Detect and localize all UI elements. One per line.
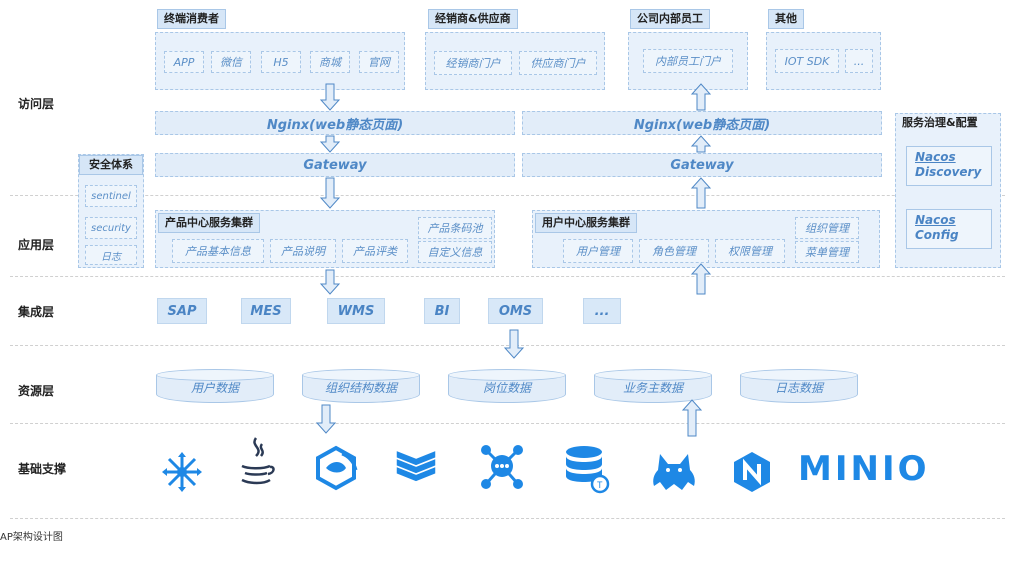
- resource-label: 用户数据: [190, 381, 239, 395]
- staff-group: 内部员工门户: [628, 32, 748, 90]
- layer-separator: [10, 195, 1005, 196]
- product-basic-info: 产品基本信息: [172, 239, 264, 263]
- layer-label-integration: 集成层: [18, 305, 55, 319]
- java-icon: [241, 437, 275, 485]
- others-group: IOT SDK ...: [766, 32, 881, 90]
- client-website: 官网: [359, 51, 399, 73]
- resource-label: 日志数据: [774, 381, 823, 395]
- product-cluster-title: 产品中心服务集群: [158, 213, 260, 233]
- nacos-discovery: Nacos Discovery: [906, 146, 992, 186]
- client-supplier-portal: 供应商门户: [519, 51, 597, 75]
- kubernetes-icon: [162, 452, 202, 492]
- system-mes: MES: [241, 298, 291, 324]
- product-cluster: 产品中心服务集群 产品基本信息 产品说明 产品评类 产品条码池 自定义信息: [155, 210, 495, 268]
- nginx-bar-right: Nginx(web静态页面): [522, 111, 882, 135]
- consumers-title: 终端消费者: [157, 9, 226, 29]
- product-custom-info: 自定义信息: [418, 241, 492, 263]
- permission-management: 权限管理: [715, 239, 785, 263]
- dealers-group: 经销商门户 供应商门户: [425, 32, 605, 90]
- svg-text:T: T: [597, 480, 603, 490]
- menu-management: 菜单管理: [795, 241, 859, 263]
- system-more: ...: [583, 298, 621, 324]
- system-oms: OMS: [488, 298, 543, 324]
- role-management: 角色管理: [639, 239, 709, 263]
- client-wechat: 微信: [211, 51, 251, 73]
- org-management: 组织管理: [795, 217, 859, 239]
- security-group: 安全体系 sentinel security 日志: [78, 154, 144, 268]
- security-title: 安全体系: [79, 155, 143, 175]
- layer-label-access: 访问层: [18, 97, 55, 111]
- gateway-bar-left: Gateway: [155, 153, 515, 177]
- system-bi: BI: [424, 298, 460, 324]
- tomcat-icon: [653, 454, 695, 490]
- minio-logo: MINIO: [798, 449, 930, 489]
- product-description: 产品说明: [270, 239, 336, 263]
- product-barcode-pool: 产品条码池: [418, 217, 492, 239]
- resource-master-data: 业务主数据: [594, 369, 712, 403]
- client-mall: 商城: [310, 51, 350, 73]
- client-more: ...: [845, 49, 873, 73]
- resource-label: 业务主数据: [622, 381, 683, 395]
- gateway-bar-right: Gateway: [522, 153, 882, 177]
- nginx-bar-left: Nginx(web静态页面): [155, 111, 515, 135]
- system-sap: SAP: [157, 298, 207, 324]
- staff-title: 公司内部员工: [630, 9, 710, 29]
- layer-label-application: 应用层: [18, 238, 55, 252]
- client-staff-portal: 内部员工门户: [643, 49, 733, 73]
- user-management: 用户管理: [563, 239, 633, 263]
- security-sentinel: sentinel: [85, 185, 137, 207]
- nginx-icon: [734, 452, 770, 492]
- user-cluster: 用户中心服务集群 用户管理 角色管理 权限管理 组织管理 菜单管理: [532, 210, 880, 268]
- resource-position-data: 岗位数据: [448, 369, 566, 403]
- resource-user-data: 用户数据: [156, 369, 274, 403]
- arrow-up: [681, 83, 712, 437]
- layer-separator: [10, 518, 1005, 519]
- resource-label: 组织结构数据: [324, 381, 397, 395]
- nacos-discovery-line2: Discovery: [915, 165, 982, 179]
- arrow-down: [315, 83, 525, 434]
- client-iot-sdk: IOT SDK: [775, 49, 839, 73]
- resource-log-data: 日志数据: [740, 369, 858, 403]
- tidb-icon: T: [566, 446, 610, 494]
- docker-icon: [316, 445, 358, 491]
- client-dealer-portal: 经销商门户: [434, 51, 512, 75]
- governance-group: 服务治理&配置 Nacos Discovery Nacos Config: [895, 113, 1001, 268]
- consumers-group: APP 微信 H5 商城 官网: [155, 32, 405, 90]
- security-security: security: [85, 217, 137, 239]
- system-wms: WMS: [327, 298, 385, 324]
- client-app: APP: [164, 51, 204, 73]
- client-h5: H5: [261, 51, 301, 73]
- resource-org-data: 组织结构数据: [302, 369, 420, 403]
- kafka-icon: [481, 445, 523, 489]
- security-log: 日志: [85, 245, 137, 265]
- governance-title: 服务治理&配置: [902, 116, 978, 129]
- resource-label: 岗位数据: [482, 381, 531, 395]
- layer-label-resource: 资源层: [18, 384, 55, 398]
- product-category: 产品评类: [342, 239, 408, 263]
- dealers-title: 经销商&供应商: [428, 9, 518, 29]
- nacos-discovery-line1: Nacos: [915, 150, 956, 164]
- redis-icon: [395, 448, 437, 483]
- layer-separator: [10, 345, 1005, 346]
- nacos-config-line1: Nacos: [915, 213, 956, 227]
- layer-label-infrastructure: 基础支撑: [18, 462, 67, 476]
- nacos-config: Nacos Config: [906, 209, 992, 249]
- figure-caption: AP架构设计图: [0, 532, 63, 543]
- layer-separator: [10, 276, 1005, 277]
- layer-separator: [10, 423, 1005, 424]
- others-title: 其他: [768, 9, 804, 29]
- user-cluster-title: 用户中心服务集群: [535, 213, 637, 233]
- nacos-config-line2: Config: [915, 228, 959, 242]
